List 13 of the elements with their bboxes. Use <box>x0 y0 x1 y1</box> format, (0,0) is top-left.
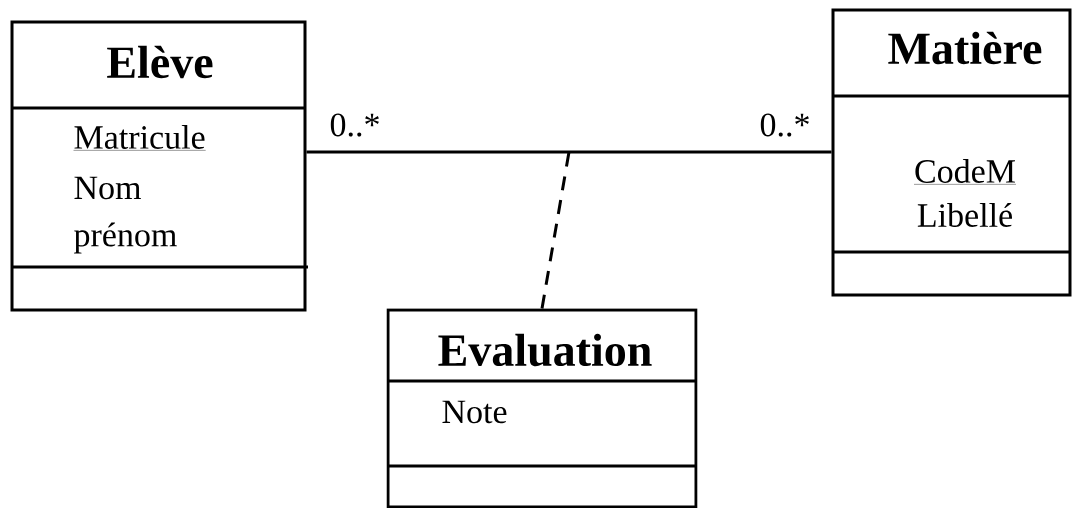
class-name: Elève <box>107 45 213 79</box>
association-line <box>306 150 832 154</box>
attribute: Note <box>442 400 507 424</box>
attribute: Matricule <box>73 125 206 151</box>
multiplicity: 0..* <box>760 113 809 137</box>
attribute: Nom <box>74 176 141 200</box>
attribute: CodeM <box>913 159 1017 185</box>
attribute: prénom <box>74 222 177 254</box>
attribute: Libellé <box>917 203 1012 227</box>
multiplicity: 0..* <box>330 113 379 137</box>
association-class-link <box>540 151 571 309</box>
class-name: Matière <box>888 31 1042 65</box>
class-name: Evaluation <box>438 333 652 367</box>
